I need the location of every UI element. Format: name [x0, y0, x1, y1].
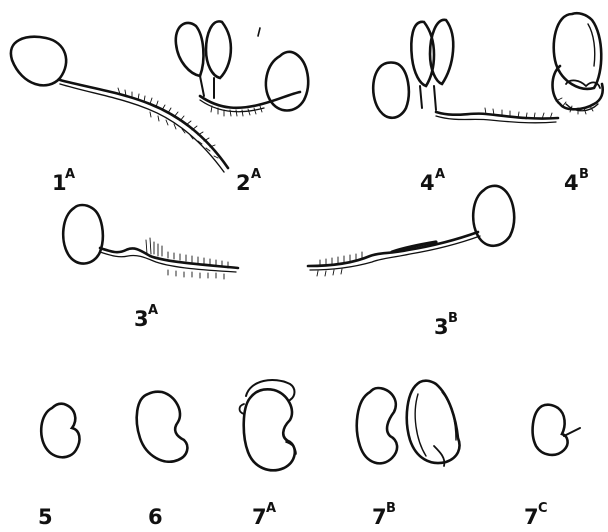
label-7b: 7 B	[372, 501, 396, 529]
svg-text:A: A	[266, 501, 276, 516]
svg-text:B: B	[386, 501, 396, 516]
svg-text:2: 2	[236, 171, 251, 195]
label-7a: 7 A	[252, 501, 276, 529]
specimen-7b	[357, 381, 460, 466]
label-2a: 2 A	[236, 167, 261, 195]
specimen-1a	[11, 37, 228, 172]
svg-text:3: 3	[434, 315, 449, 339]
svg-text:7: 7	[372, 505, 387, 529]
svg-text:A: A	[251, 167, 261, 182]
specimen-2a	[176, 21, 308, 116]
specimen-5	[41, 404, 79, 458]
label-6: 6	[148, 505, 163, 529]
specimen-6	[137, 392, 188, 462]
label-3a: 3 A	[134, 303, 158, 331]
svg-text:5: 5	[38, 505, 53, 529]
svg-text:A: A	[65, 167, 75, 182]
svg-text:6: 6	[148, 505, 163, 529]
svg-text:3: 3	[134, 307, 149, 331]
specimen-4a	[373, 20, 558, 123]
label-7c: 7 C	[524, 501, 548, 529]
label-3b: 3 B	[434, 311, 458, 339]
label-4a: 4 A	[420, 167, 445, 195]
svg-text:B: B	[579, 167, 589, 182]
specimen-4b	[553, 13, 603, 114]
svg-text:4: 4	[564, 171, 579, 195]
specimen-7a	[240, 380, 297, 470]
svg-text:A: A	[435, 167, 445, 182]
svg-text:C: C	[538, 501, 548, 516]
svg-text:7: 7	[524, 505, 539, 529]
specimen-3a	[63, 205, 238, 279]
svg-text:B: B	[448, 311, 458, 326]
label-5: 5	[38, 505, 53, 529]
specimen-7c	[533, 405, 580, 455]
specimen-3b	[308, 186, 514, 276]
label-4b: 4 B	[564, 167, 589, 195]
svg-text:4: 4	[420, 171, 435, 195]
svg-text:A: A	[148, 303, 158, 318]
svg-text:7: 7	[252, 505, 267, 529]
label-1a: 1 A	[52, 167, 75, 195]
